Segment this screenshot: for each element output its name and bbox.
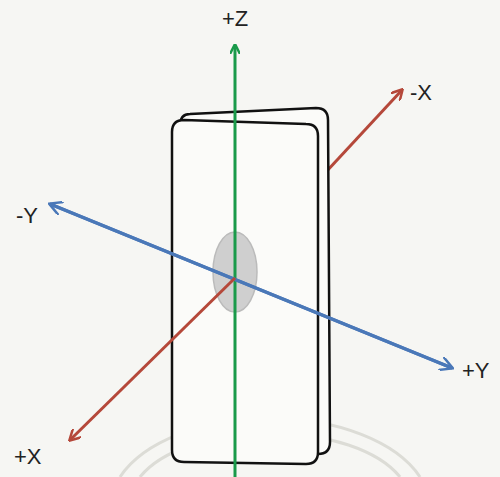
device-front (172, 120, 318, 464)
axis-label: +Z (222, 8, 248, 30)
axis-label: -X (410, 82, 432, 104)
y-axis-positive (50, 204, 452, 368)
z-axis (234, 46, 237, 477)
axis-label: +Y (462, 360, 490, 382)
x-axis-positive (70, 278, 235, 440)
axis-label: +X (14, 446, 42, 468)
y-axis-negative (50, 204, 452, 368)
axis-label: -Y (16, 205, 38, 227)
